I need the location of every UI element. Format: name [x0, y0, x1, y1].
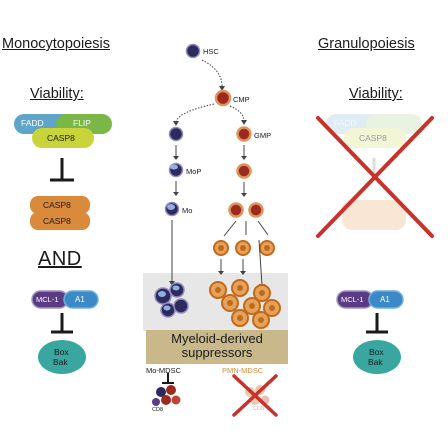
right-cross — [316, 116, 434, 238]
right-mcl1-label: MCL-1 — [341, 295, 364, 304]
hsc-label: HSC — [203, 47, 219, 56]
left-fadd-flip-complex — [14, 114, 112, 148]
banner-line-1: Myeloid-derived — [171, 331, 263, 346]
mdsc-banner — [146, 330, 288, 364]
mo-mdsc-cd8-cluster — [152, 385, 181, 406]
granulopoiesis-heading: Granulopoiesis — [318, 36, 415, 52]
right-fadd-label: FADD — [334, 118, 357, 128]
gmp-cell — [236, 126, 252, 142]
left-fadd-label: FADD — [21, 118, 44, 128]
and-label: AND — [38, 248, 82, 270]
right-inhibit-arrow — [366, 313, 388, 334]
myelocyte-cell-2 — [248, 202, 264, 218]
left-box-bak — [38, 340, 86, 374]
hsc-cell — [185, 43, 201, 59]
right-box-label: Box — [369, 347, 384, 357]
left-casp8-active-1: CASP8 — [43, 200, 71, 210]
right-fadd-casp8-faded — [326, 114, 422, 230]
left-a1-label: A1 — [75, 295, 85, 304]
left-bak-label: Bak — [53, 357, 68, 367]
mo-label: Mo — [182, 206, 193, 215]
left-mcl1-label: MCL-1 — [36, 295, 59, 304]
pmn-mdsc-cross — [232, 374, 278, 417]
mo-mdsc-label: Mo-MDSC — [146, 366, 181, 375]
left-viability-label: Viability: — [30, 86, 84, 102]
mop-label: MoP — [186, 167, 202, 176]
right-casp8-label: CASP8 — [359, 133, 387, 143]
gmp-label: GMP — [254, 131, 272, 140]
right-viability-label: Viability: — [349, 86, 403, 102]
myelocyte-cell-1 — [228, 202, 244, 218]
monocytopoiesis-heading: Monocytopoiesis — [2, 36, 110, 52]
banner-line-2: suppressors — [181, 345, 253, 360]
cmp-cell — [214, 89, 232, 107]
left-casp8-active-2: CASP8 — [43, 216, 71, 226]
pmn-mdsc-label: PMN-MDSC — [222, 366, 264, 375]
left-mcl1-a1 — [31, 290, 99, 309]
left-inhibit-arrow-2 — [51, 313, 73, 334]
right-box-bak — [353, 340, 401, 374]
cd8-left-label: CD8 — [152, 407, 164, 413]
neutrophil-cluster — [209, 279, 281, 329]
cmp-label: CMP — [233, 95, 250, 104]
cdp-cell — [168, 126, 184, 142]
left-box-label: Box — [54, 347, 69, 357]
right-bak-label: Bak — [368, 357, 383, 367]
left-flip-label: FLIP — [73, 118, 91, 128]
mo-mdsc-inhibit — [162, 373, 174, 384]
left-casp8-label: CASP8 — [47, 133, 75, 143]
left-active-casp8 — [30, 196, 90, 230]
right-a1-label: A1 — [380, 295, 390, 304]
promyelocyte-cell — [236, 163, 252, 179]
left-inhibit-arrow-1 — [50, 158, 74, 182]
monocyte-cluster — [154, 282, 189, 318]
casp8-pill — [32, 128, 94, 148]
cd8-right-label: CD8 — [253, 406, 265, 412]
right-mcl1-a1 — [336, 290, 404, 309]
